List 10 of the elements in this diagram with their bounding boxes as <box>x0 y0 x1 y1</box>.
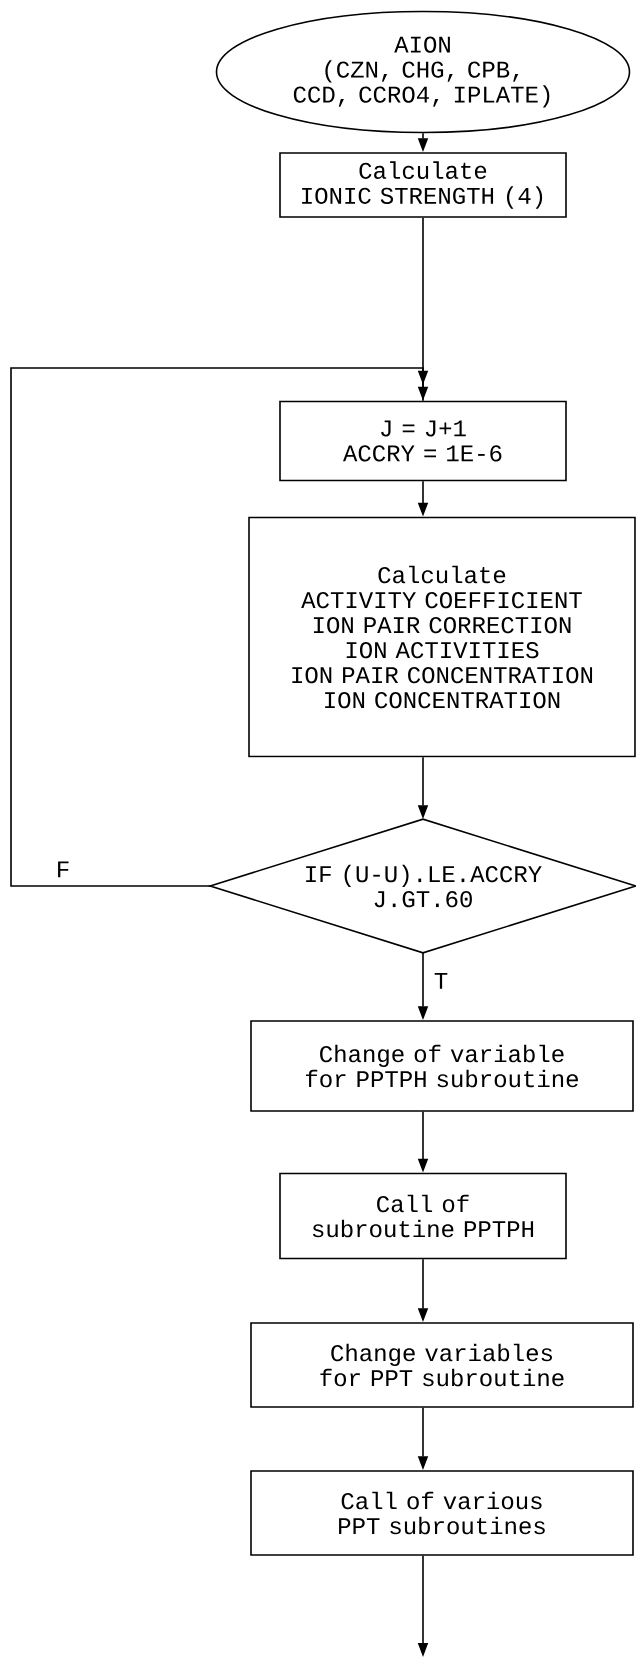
process-box: Call of subroutine PPTPH <box>279 1172 567 1260</box>
process-box: Change of variable for PPTPH subroutine <box>250 1020 634 1112</box>
process-box: J = J+1 ACCRY = 1E-6 <box>279 400 567 482</box>
process-box: Calculate ACTIVITY COEFFICIENT ION PAIR CORRECTION ION ACTIVITIES ION PAIR CONCENTRATION ION CONCENTRATION <box>248 516 636 758</box>
process-box: Call of various PPT subroutines <box>250 1470 634 1556</box>
edge-label: F <box>58 861 69 878</box>
edge-label: T <box>434 972 448 989</box>
arrow <box>10 367 429 887</box>
process-box: Calculate IONIC STRENGTH (4) <box>279 152 567 218</box>
process-box: Change variables for PPT subroutine <box>250 1322 634 1408</box>
